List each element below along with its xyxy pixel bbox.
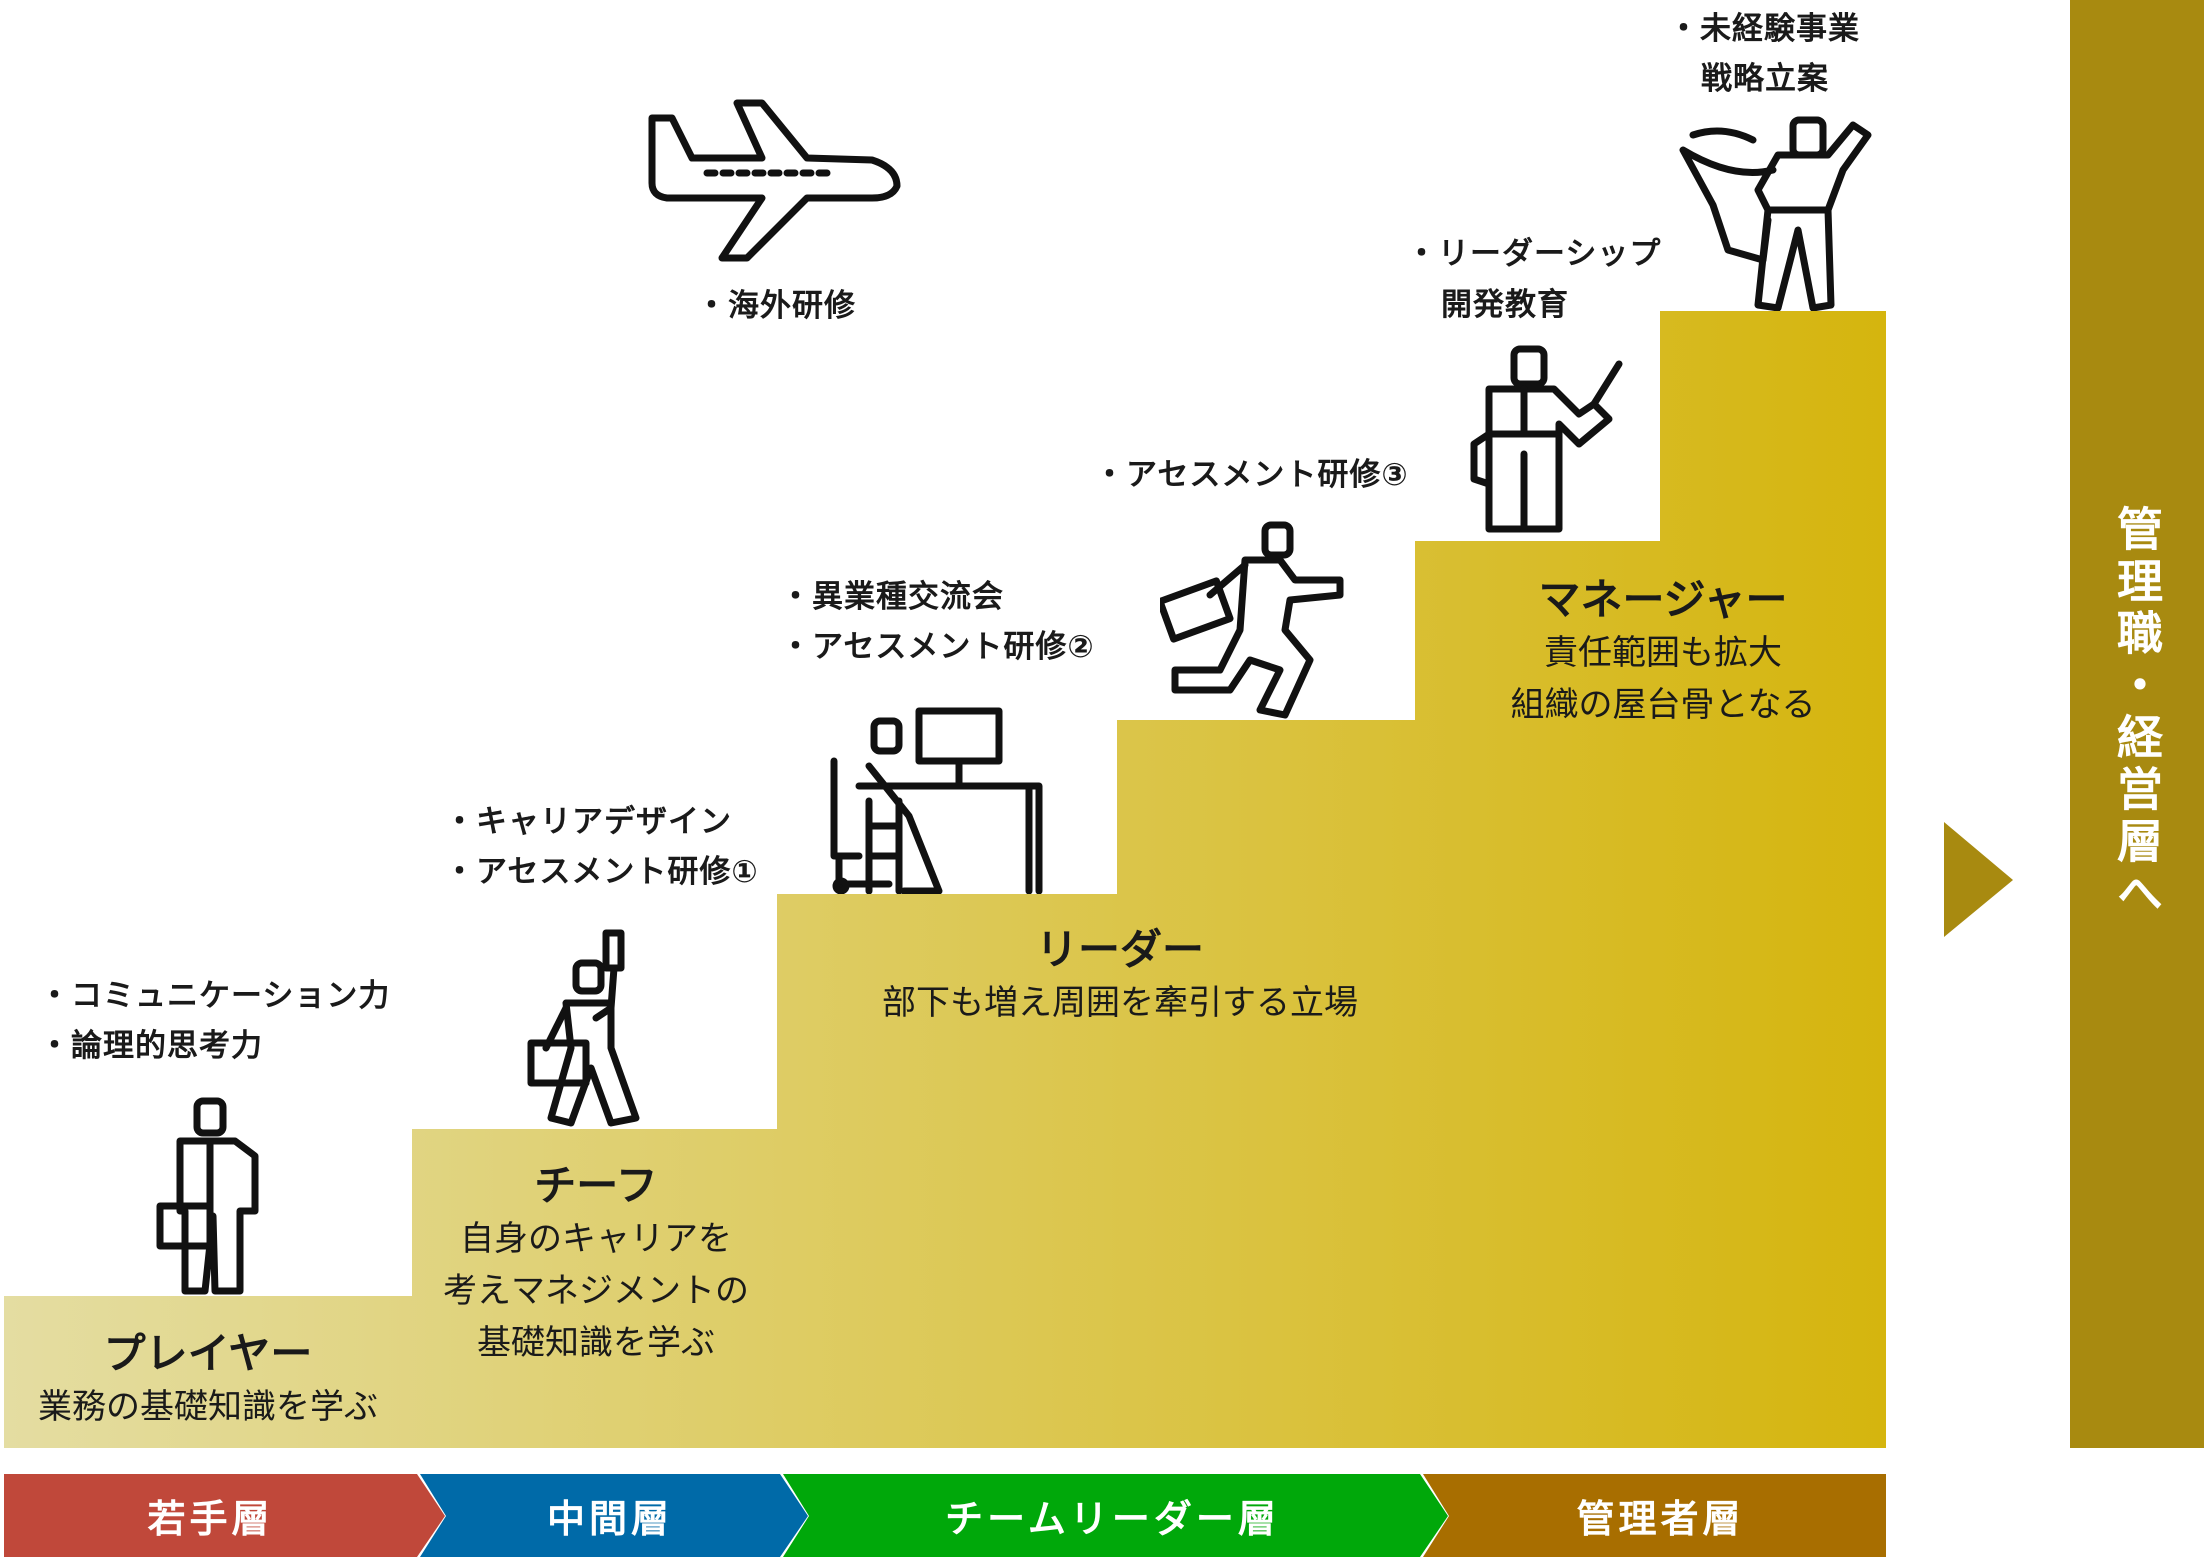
- step-desc: 組織の屋台骨となる: [1510, 685, 1816, 725]
- note: ・コミュニケーション力: [39, 978, 391, 1014]
- note: ・キャリアデザイン: [444, 804, 732, 840]
- cheering-businessman-icon: [526, 928, 668, 1129]
- presenter-icon: [1469, 344, 1623, 541]
- note: ・海外研修: [696, 288, 856, 324]
- note: ・リーダーシップ: [1406, 236, 1662, 272]
- band-young: 若手層: [147, 1497, 274, 1541]
- step-desc: 考えマネジメントの: [443, 1271, 749, 1311]
- note: ・異業種交流会: [780, 579, 1004, 615]
- note: ・アセスメント研修③: [1094, 457, 1409, 493]
- stairs-shape: [4, 311, 1886, 1448]
- band-middle: 中間層: [546, 1497, 673, 1541]
- note: 戦略立案: [1701, 61, 1829, 97]
- businessman-briefcase-icon: [155, 1096, 260, 1295]
- step-desc: 業務の基礎知識を学ぶ: [38, 1387, 378, 1427]
- note: ・未経験事業: [1668, 11, 1860, 47]
- note: ・アセスメント研修①: [444, 854, 759, 890]
- step-desc: 部下も増え周囲を牽引する立場: [882, 983, 1358, 1023]
- step-desc: 基礎知識を学ぶ: [477, 1323, 715, 1363]
- step-title: チーフ: [534, 1161, 658, 1210]
- hero-cape-icon: [1673, 110, 1874, 312]
- arrow-right-icon: [1944, 822, 2013, 937]
- step-leader: リーダー 部下も増え周囲を牽引する立場: [882, 916, 1358, 1029]
- note: ・アセスメント研修②: [780, 629, 1095, 665]
- step-title: マネージャー: [1538, 575, 1788, 624]
- band-team-leader: チームリーダー層: [945, 1497, 1280, 1541]
- management-column: 管理職・経営層へ: [2070, 0, 2204, 1448]
- note: 開発教育: [1441, 287, 1569, 323]
- step-chief: チーフ 自身のキャリアを 考えマネジメントの 基礎知識を学ぶ: [443, 1152, 749, 1369]
- step-title: プレイヤー: [103, 1329, 313, 1378]
- note: ・論理的思考力: [39, 1028, 263, 1064]
- management-label: 管理職・経営層へ: [2110, 505, 2164, 921]
- step-player: プレイヤー 業務の基礎知識を学ぶ: [38, 1320, 378, 1433]
- level-bands: [4, 1474, 1886, 1557]
- step-manager: マネージャー 責任範囲も拡大 組織の屋台骨となる: [1511, 566, 1816, 731]
- band-manager: 管理者層: [1576, 1497, 1745, 1541]
- airplane-icon: [647, 98, 902, 263]
- desk-worker-icon: [829, 706, 1047, 895]
- running-businessman-icon: [1156, 520, 1347, 720]
- step-title: リーダー: [1035, 925, 1204, 974]
- step-desc: 自身のキャリアを: [460, 1219, 732, 1259]
- step-desc: 責任範囲も拡大: [1543, 633, 1782, 673]
